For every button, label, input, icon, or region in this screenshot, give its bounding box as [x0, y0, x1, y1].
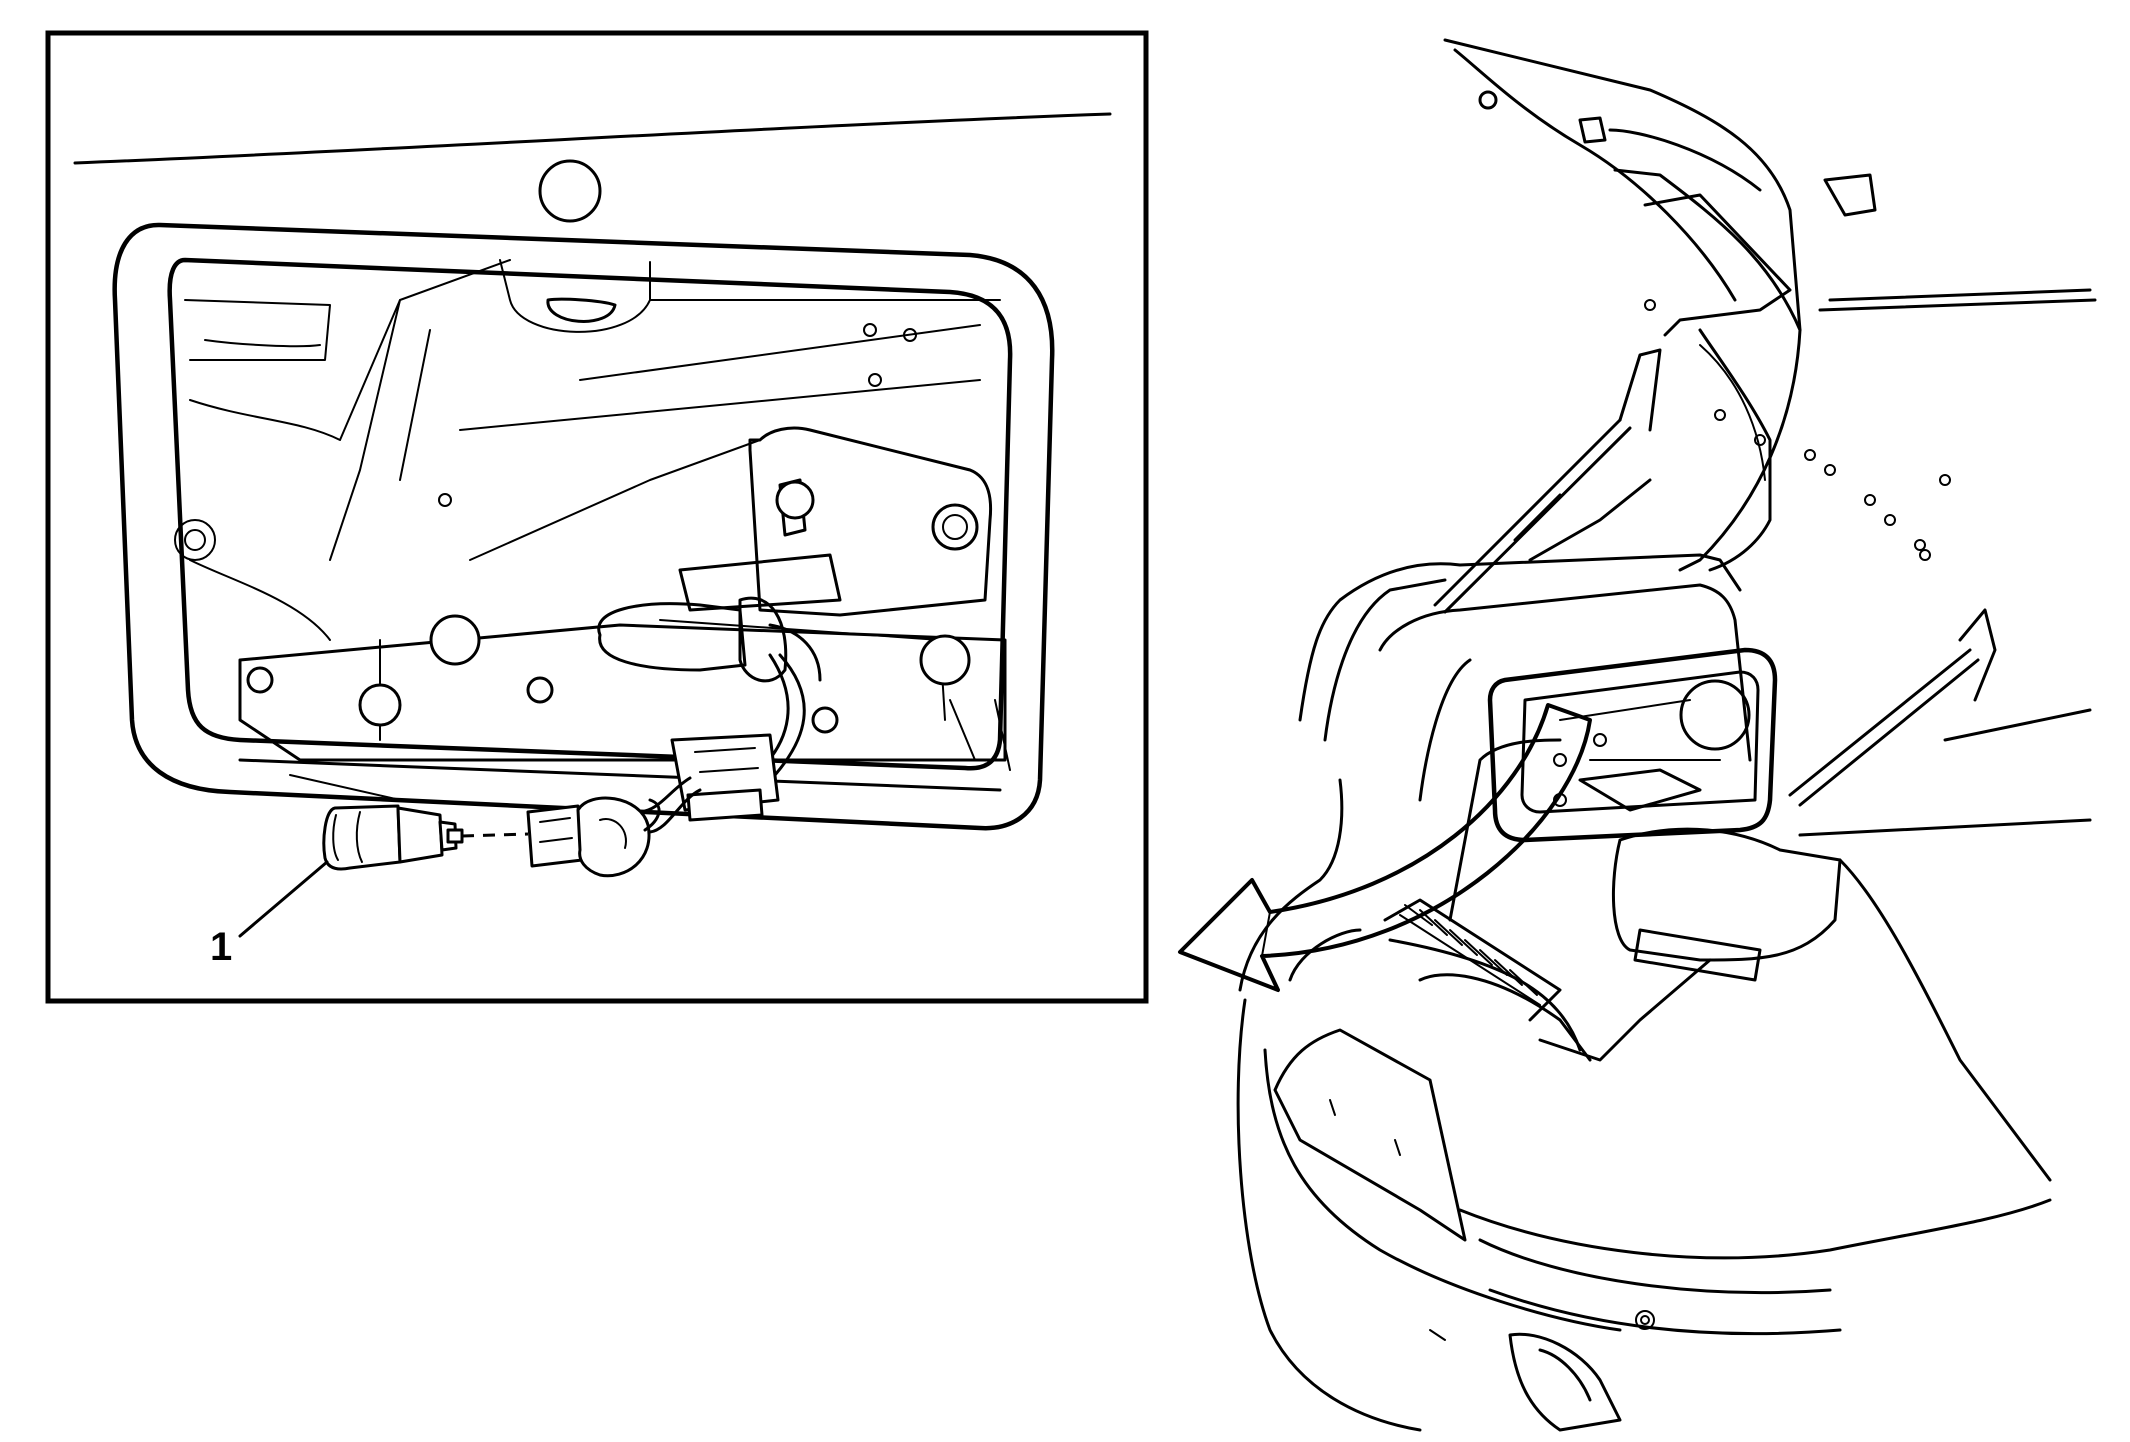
recess-interior [174, 259, 1011, 801]
locator-arrow [1178, 703, 1592, 992]
trunk-body [1236, 553, 2092, 1432]
callout-leader-1 [238, 860, 329, 938]
decklid-open [1443, 38, 2097, 572]
bulb [322, 804, 464, 871]
detail-inset: 1 [45, 30, 1149, 1004]
vehicle-rear-view [1236, 38, 2097, 1432]
gas-struts [1433, 348, 1997, 807]
removal-path-dashed [461, 832, 529, 838]
scuff-plate [1383, 898, 1562, 1022]
callout-label-1: 1 [210, 925, 232, 969]
wiring-harness [638, 653, 806, 834]
body-hole [538, 159, 602, 223]
decklid-fasteners [1644, 299, 1951, 561]
lamp-socket [526, 796, 661, 878]
body-contour-line [73, 112, 1112, 165]
